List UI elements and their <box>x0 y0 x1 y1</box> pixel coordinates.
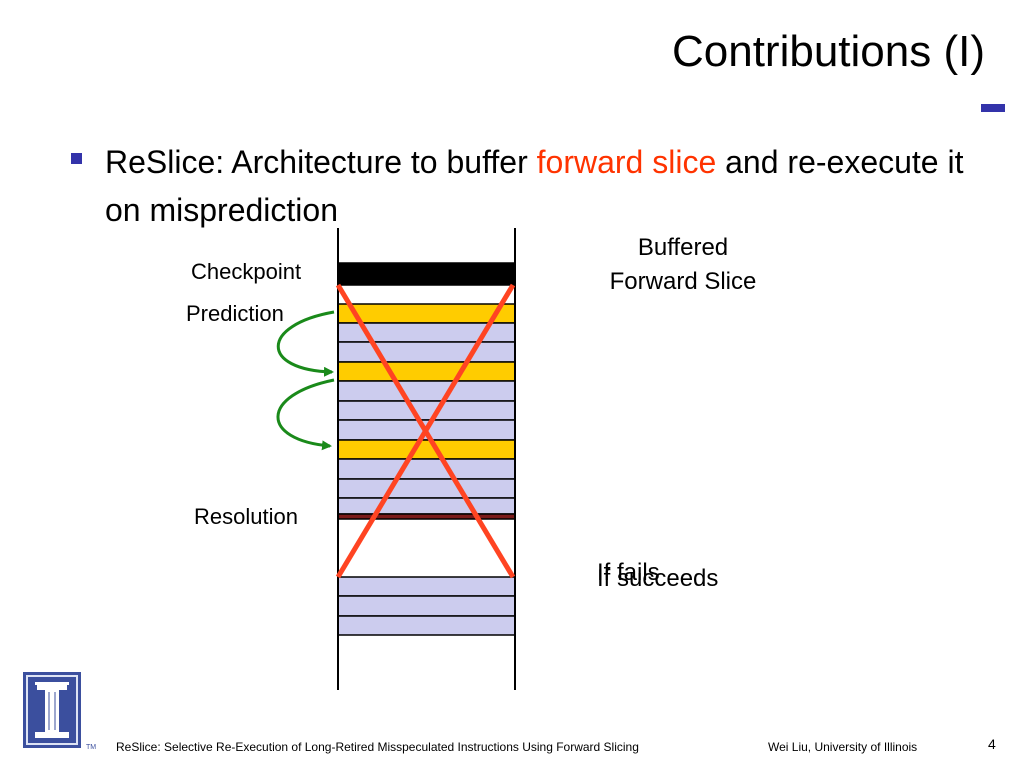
slice-bar <box>337 478 516 499</box>
reexec-bar <box>337 615 516 636</box>
if-fails-label: If fails <box>597 559 660 586</box>
bullet-marker <box>71 153 82 164</box>
bullet-text-start: ReSlice: Architecture to buffer <box>105 144 537 180</box>
prediction-bar <box>337 361 516 382</box>
bullet-text-end: and re-execute it on misprediction <box>105 144 964 228</box>
slice-bar <box>337 400 516 421</box>
if-succeeds-label: If succeeds <box>597 565 719 592</box>
reexec-bar <box>337 595 516 617</box>
university-logo <box>23 672 81 748</box>
slice-bar <box>337 497 516 515</box>
resolution-label: Resolution <box>194 504 298 529</box>
footer-paper-title: ReSlice: Selective Re-Execution of Long-… <box>116 740 639 754</box>
prediction-arrow-2 <box>276 378 335 451</box>
checkpoint-label: Checkpoint <box>191 259 302 284</box>
page-number: 4 <box>988 736 996 752</box>
slice-bar <box>337 380 516 402</box>
prediction-arrow-1 <box>276 310 335 377</box>
resolution-bar <box>337 513 516 520</box>
title-underline <box>981 104 1005 112</box>
instruction-bars <box>337 262 516 636</box>
cross-stroke-2 <box>335 283 516 579</box>
buffered-forward-slice-label: Buffered Forward Slice <box>609 234 757 295</box>
slice-bar <box>337 458 516 480</box>
prediction-bar <box>337 303 516 324</box>
trademark-mark: TM <box>86 744 97 751</box>
column-logo-icon <box>26 675 78 745</box>
prediction-label: Prediction <box>186 301 284 326</box>
slice-bar <box>337 341 516 363</box>
bullet-text: ReSlice: Architecture to buffer forward … <box>105 138 965 234</box>
prediction-bar <box>337 439 516 460</box>
bullet-highlight: forward slice <box>536 144 717 180</box>
footer-author: Wei Liu, University of Illinois <box>768 740 918 754</box>
checkpoint-bar <box>337 262 516 286</box>
slide-title: Contributions (I) <box>671 27 985 76</box>
reexec-bar <box>337 576 516 597</box>
